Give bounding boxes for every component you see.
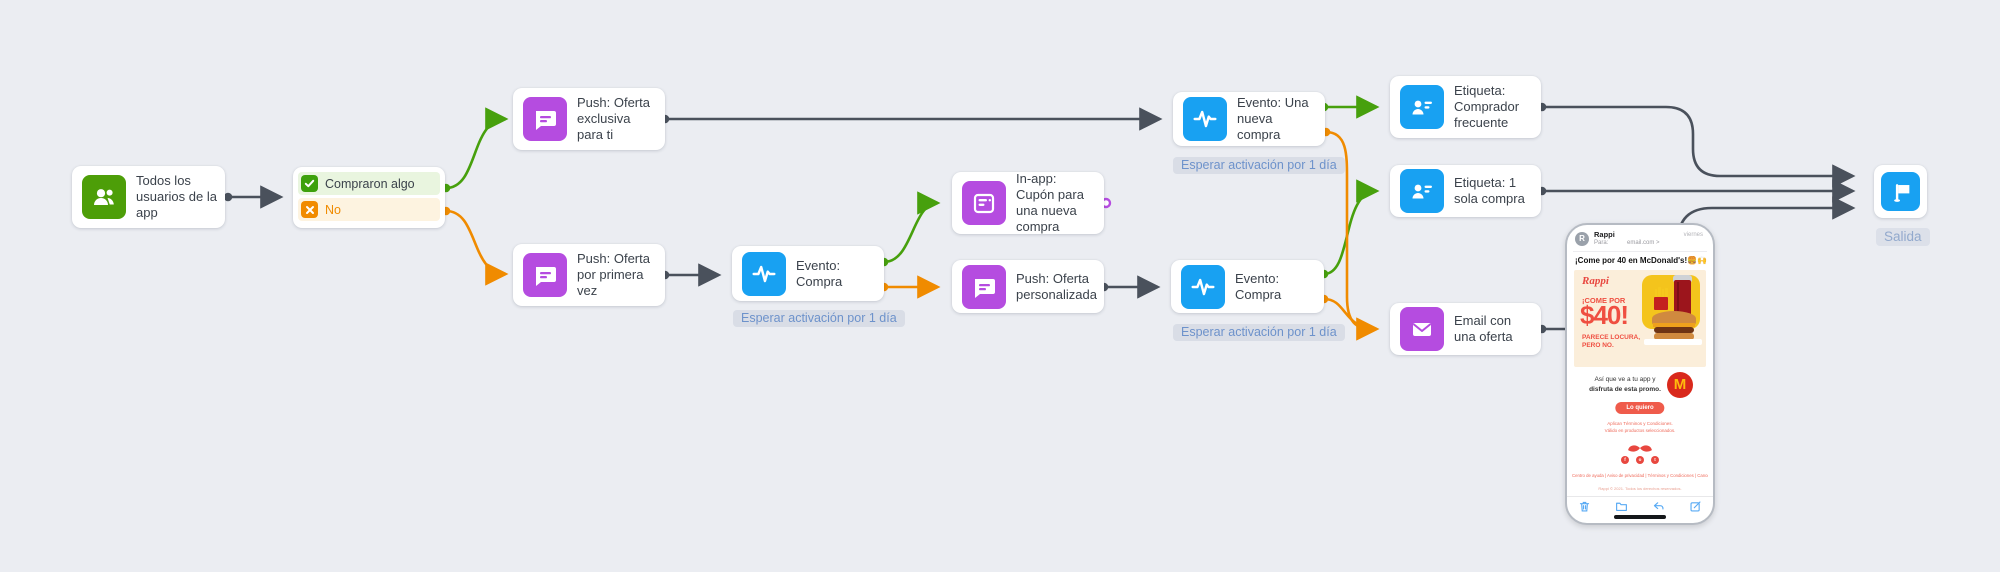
home-indicator bbox=[1614, 515, 1666, 519]
sender-avatar: R bbox=[1575, 232, 1589, 246]
node-etiqueta-sola-compra[interactable]: Etiqueta: 1 sola compra bbox=[1390, 165, 1541, 217]
event-pulse-icon bbox=[1183, 97, 1227, 141]
rappi-logo: Rappi bbox=[1582, 275, 1609, 287]
event-pulse-icon bbox=[1181, 264, 1225, 309]
fries-box bbox=[1654, 297, 1668, 310]
divider bbox=[1573, 251, 1707, 252]
node-title: Etiqueta: 1 sola compra bbox=[1454, 175, 1525, 206]
wait-label: Esperar activación por 1 día bbox=[1173, 157, 1345, 174]
push-message-icon bbox=[962, 264, 1006, 309]
email-preview-phone[interactable]: R Rappi Para: email.com > viernes ¡Come … bbox=[1565, 223, 1715, 525]
promo-price: $40! bbox=[1580, 300, 1629, 330]
reply-icon[interactable] bbox=[1652, 500, 1665, 518]
node-title: Etiqueta: Comprador frecuente bbox=[1454, 83, 1520, 130]
node-push-exclusiva[interactable]: Push: Oferta exclusiva para ti bbox=[513, 88, 665, 150]
fry bbox=[1658, 287, 1661, 296]
email-to-value[interactable]: email.com > bbox=[1627, 240, 1660, 246]
email-date: viernes bbox=[1683, 232, 1703, 238]
x-icon bbox=[301, 201, 318, 218]
node-title: In-app: Cupón para una nueva compra bbox=[1016, 171, 1084, 234]
condition-branch-no[interactable]: No bbox=[298, 198, 440, 221]
social-icons[interactable]: f o t bbox=[1621, 456, 1659, 464]
folder-icon[interactable] bbox=[1615, 500, 1628, 518]
instagram-icon[interactable]: o bbox=[1636, 456, 1644, 464]
branch-no-label: No bbox=[325, 202, 341, 217]
node-title: Push: Oferta personalizada bbox=[1016, 270, 1097, 302]
node-inapp-cupon[interactable]: In-app: Cupón para una nueva compra bbox=[952, 171, 1104, 234]
node-title: Evento: Una nueva compra bbox=[1237, 95, 1309, 142]
node-salida[interactable] bbox=[1874, 165, 1927, 218]
contact-tag-icon bbox=[1400, 85, 1444, 129]
promo-banner: Rappi ¡COME POR $40! PARECE LOCURA, PERO… bbox=[1574, 270, 1706, 367]
check-icon bbox=[301, 175, 318, 192]
burger-paper bbox=[1644, 339, 1702, 345]
fry bbox=[1665, 288, 1668, 297]
node-title: Todos los usuarios de la app bbox=[136, 173, 217, 220]
node-evento-nueva-compra[interactable]: Evento: Una nueva compra bbox=[1173, 92, 1325, 146]
legal-text: Rappi © 2021. Todos los derechos reserva… bbox=[1598, 486, 1682, 491]
trash-icon[interactable] bbox=[1578, 500, 1591, 518]
push-message-icon bbox=[523, 253, 567, 297]
node-condition-compraron[interactable]: Compraron algo No bbox=[293, 167, 445, 228]
facebook-icon[interactable]: f bbox=[1621, 456, 1629, 464]
node-evento-compra-2[interactable]: Evento: Compra bbox=[1171, 260, 1324, 313]
event-pulse-icon bbox=[742, 251, 786, 296]
cta-button[interactable]: Lo quiero bbox=[1615, 402, 1665, 414]
node-title: Push: Oferta exclusiva para ti bbox=[577, 95, 650, 142]
email-to-label: Para: bbox=[1594, 240, 1609, 246]
node-title: Evento: Compra bbox=[1235, 270, 1282, 302]
node-email-oferta[interactable]: Email con una oferta bbox=[1390, 303, 1541, 355]
mail-toolbar[interactable] bbox=[1567, 500, 1713, 518]
node-etiqueta-frecuente[interactable]: Etiqueta: Comprador frecuente bbox=[1390, 76, 1541, 138]
contact-tag-icon bbox=[1400, 169, 1444, 213]
condition-branch-yes[interactable]: Compraron algo bbox=[298, 172, 440, 195]
push-message-icon bbox=[523, 97, 567, 141]
promo-line2: PARECE LOCURA, bbox=[1582, 334, 1641, 341]
node-title: Push: Oferta por primera vez bbox=[577, 251, 650, 298]
promo-line3: PERO NO. bbox=[1582, 342, 1614, 349]
email-icon bbox=[1400, 307, 1444, 351]
email-body-text: Así que ve a tu app y disfruta de esta p… bbox=[1589, 376, 1661, 394]
node-title: Evento: Compra bbox=[796, 257, 843, 289]
node-push-personalizada[interactable]: Push: Oferta personalizada bbox=[952, 260, 1104, 313]
node-title: Email con una oferta bbox=[1454, 313, 1513, 344]
flag-icon bbox=[1881, 172, 1920, 211]
wait-label: Esperar activación por 1 día bbox=[1173, 324, 1345, 341]
burger-bun-bottom bbox=[1654, 333, 1694, 340]
fine-print: Aplican Términos y Condiciones. Válido e… bbox=[1604, 421, 1676, 434]
divider bbox=[1567, 496, 1713, 497]
node-evento-compra-1[interactable]: Evento: Compra bbox=[732, 246, 884, 301]
node-all-app-users[interactable]: Todos los usuarios de la app bbox=[72, 166, 225, 228]
email-sender: Rappi bbox=[1594, 230, 1615, 239]
branch-yes-label: Compraron algo bbox=[325, 176, 415, 191]
wait-label: Esperar activación por 1 día bbox=[733, 310, 905, 327]
soda-cup-stripe bbox=[1677, 282, 1679, 314]
salida-label: Salida bbox=[1876, 228, 1930, 246]
node-push-primera-vez[interactable]: Push: Oferta por primera vez bbox=[513, 244, 665, 306]
rappi-mustache-icon bbox=[1627, 440, 1653, 458]
email-subject: ¡Come por 40 en McDonald's!🍔🙌 bbox=[1575, 256, 1708, 265]
users-icon bbox=[82, 175, 126, 219]
footer-links[interactable]: Centro de ayuda | Aviso de privacidad | … bbox=[1572, 473, 1708, 478]
compose-icon[interactable] bbox=[1689, 500, 1702, 518]
twitter-icon[interactable]: t bbox=[1651, 456, 1659, 464]
inapp-message-icon bbox=[962, 181, 1006, 225]
mcdonalds-logo: M bbox=[1667, 372, 1693, 398]
